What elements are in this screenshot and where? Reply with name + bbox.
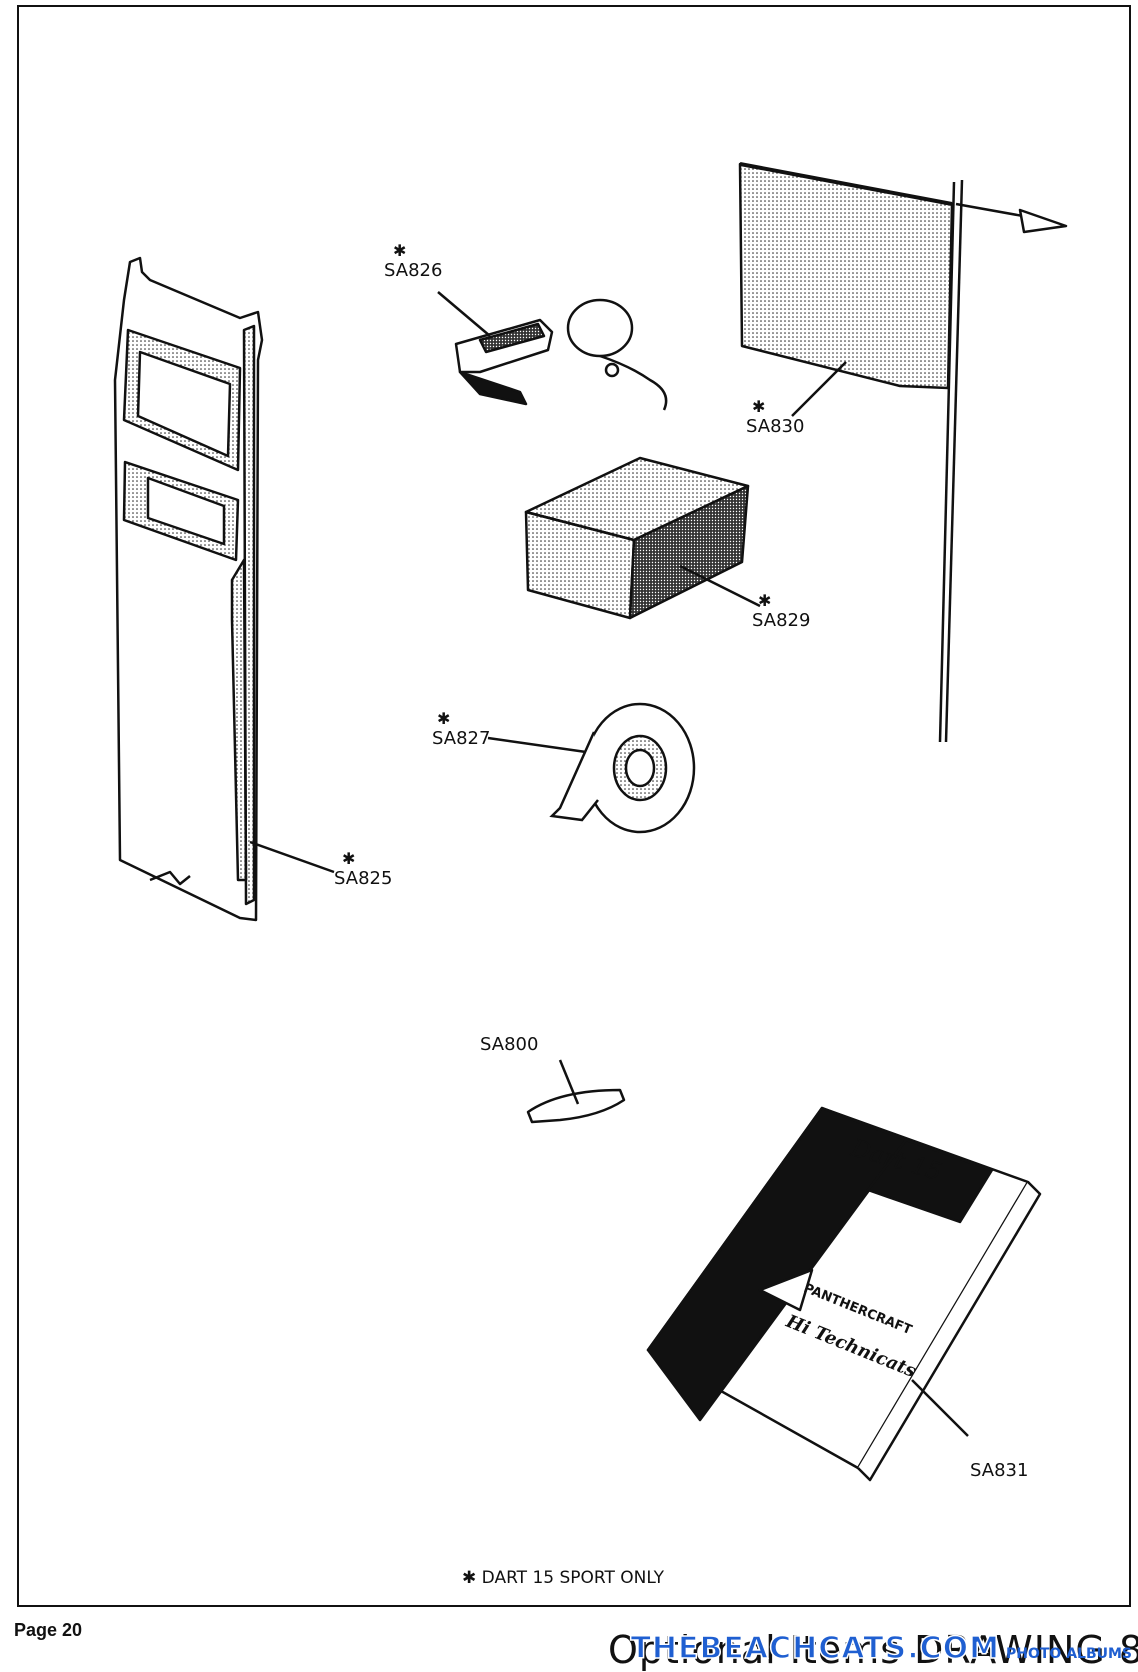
part-sa831-manual: [646, 1106, 1042, 1482]
label-sa827: SA827: [432, 728, 491, 749]
page-number: Page 20: [14, 1620, 83, 1640]
sport-only-marker: ✱: [752, 399, 766, 416]
part-sa827-tape: [487, 702, 696, 834]
label-sa825: SA825: [334, 868, 393, 889]
sport-only-marker: ✱: [462, 1568, 477, 1588]
part-sa825-panel: [113, 256, 335, 922]
label-sa829: SA829: [752, 610, 811, 631]
sport-only-marker: ✱: [393, 243, 407, 260]
part-sa829-sponge: [524, 456, 761, 620]
legend-text: DART 15 SPORT ONLY: [481, 1568, 664, 1588]
watermark-site: THEBEACHCATS.COM: [630, 1630, 1000, 1667]
part-sa800-clip: [526, 1059, 626, 1124]
drawing-title: Optional Items DRAWING 8: [608, 1628, 1138, 1672]
label-sa830: SA830: [746, 416, 805, 437]
legend-note: ✱ DART 15 SPORT ONLY: [462, 1568, 664, 1588]
sport-only-marker: ✱: [342, 851, 356, 868]
page-border: [17, 5, 1131, 1607]
part-sa826-knife: [437, 291, 668, 411]
sport-only-marker: ✱: [758, 593, 772, 610]
site-watermark: THEBEACHCATS.COM PHOTO ALBUMS: [630, 1630, 1132, 1667]
label-sa800: SA800: [480, 1034, 539, 1055]
sport-only-marker: ✱: [437, 711, 451, 728]
label-sa831: SA831: [970, 1460, 1029, 1481]
part-sa830-flag: [738, 162, 1068, 743]
watermark-albums: PHOTO ALBUMS: [1005, 1646, 1132, 1662]
label-sa826: SA826: [384, 260, 443, 281]
